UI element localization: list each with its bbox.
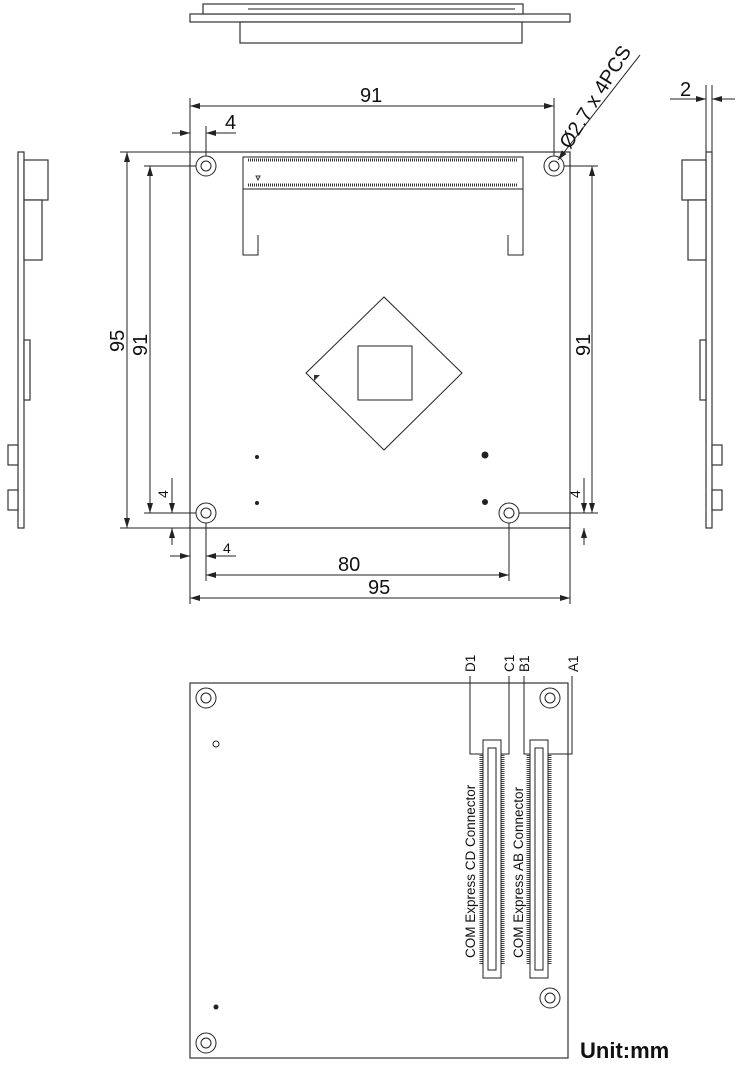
unit-label: Unit:mm <box>580 1038 669 1063</box>
top-offset-dimension: 4 <box>225 112 236 134</box>
cd-connector <box>479 739 505 979</box>
mounting-hole <box>539 987 561 1009</box>
left-height-inner-dimension: 91 <box>130 334 152 356</box>
bottom-view: D1 C1 B1 A1 COM Express CD Connector COM… <box>189 655 581 1059</box>
top-view <box>189 151 571 529</box>
thickness-dimension: 2 <box>680 79 691 101</box>
ab-connector-label: COM Express AB Connector <box>511 786 526 958</box>
mounting-hole <box>195 1032 217 1054</box>
top-width-dimension: 91 <box>360 85 382 107</box>
mounting-hole <box>195 687 217 709</box>
hole-span-dimension: 80 <box>338 554 360 576</box>
left-height-outer-dimension: 95 <box>107 330 129 352</box>
hole-spec-label: Ø2.7 x 4PCS <box>556 42 637 153</box>
bottom-width-dimension: 95 <box>368 577 390 599</box>
pin-label-b1: B1 <box>517 655 532 672</box>
so-dimm-connector <box>242 156 524 256</box>
bottom-right-offset-dimension: 4 <box>567 490 583 498</box>
pin-label-a1: A1 <box>566 655 581 672</box>
cpu-chip <box>305 296 463 451</box>
left-side-view <box>7 151 49 529</box>
mounting-hole <box>539 687 561 709</box>
cd-connector-label: COM Express CD Connector <box>463 784 478 958</box>
bottom-offset-dimension: 4 <box>223 540 231 556</box>
bottom-left-offset-dimension: 4 <box>155 490 171 498</box>
pin-label-d1: D1 <box>463 655 478 672</box>
top-edge-view <box>189 3 571 44</box>
pin-label-c1: C1 <box>502 655 517 672</box>
right-side-view: 2 <box>670 79 735 529</box>
ab-connector <box>526 739 552 979</box>
right-height-dimension: 91 <box>573 334 595 356</box>
